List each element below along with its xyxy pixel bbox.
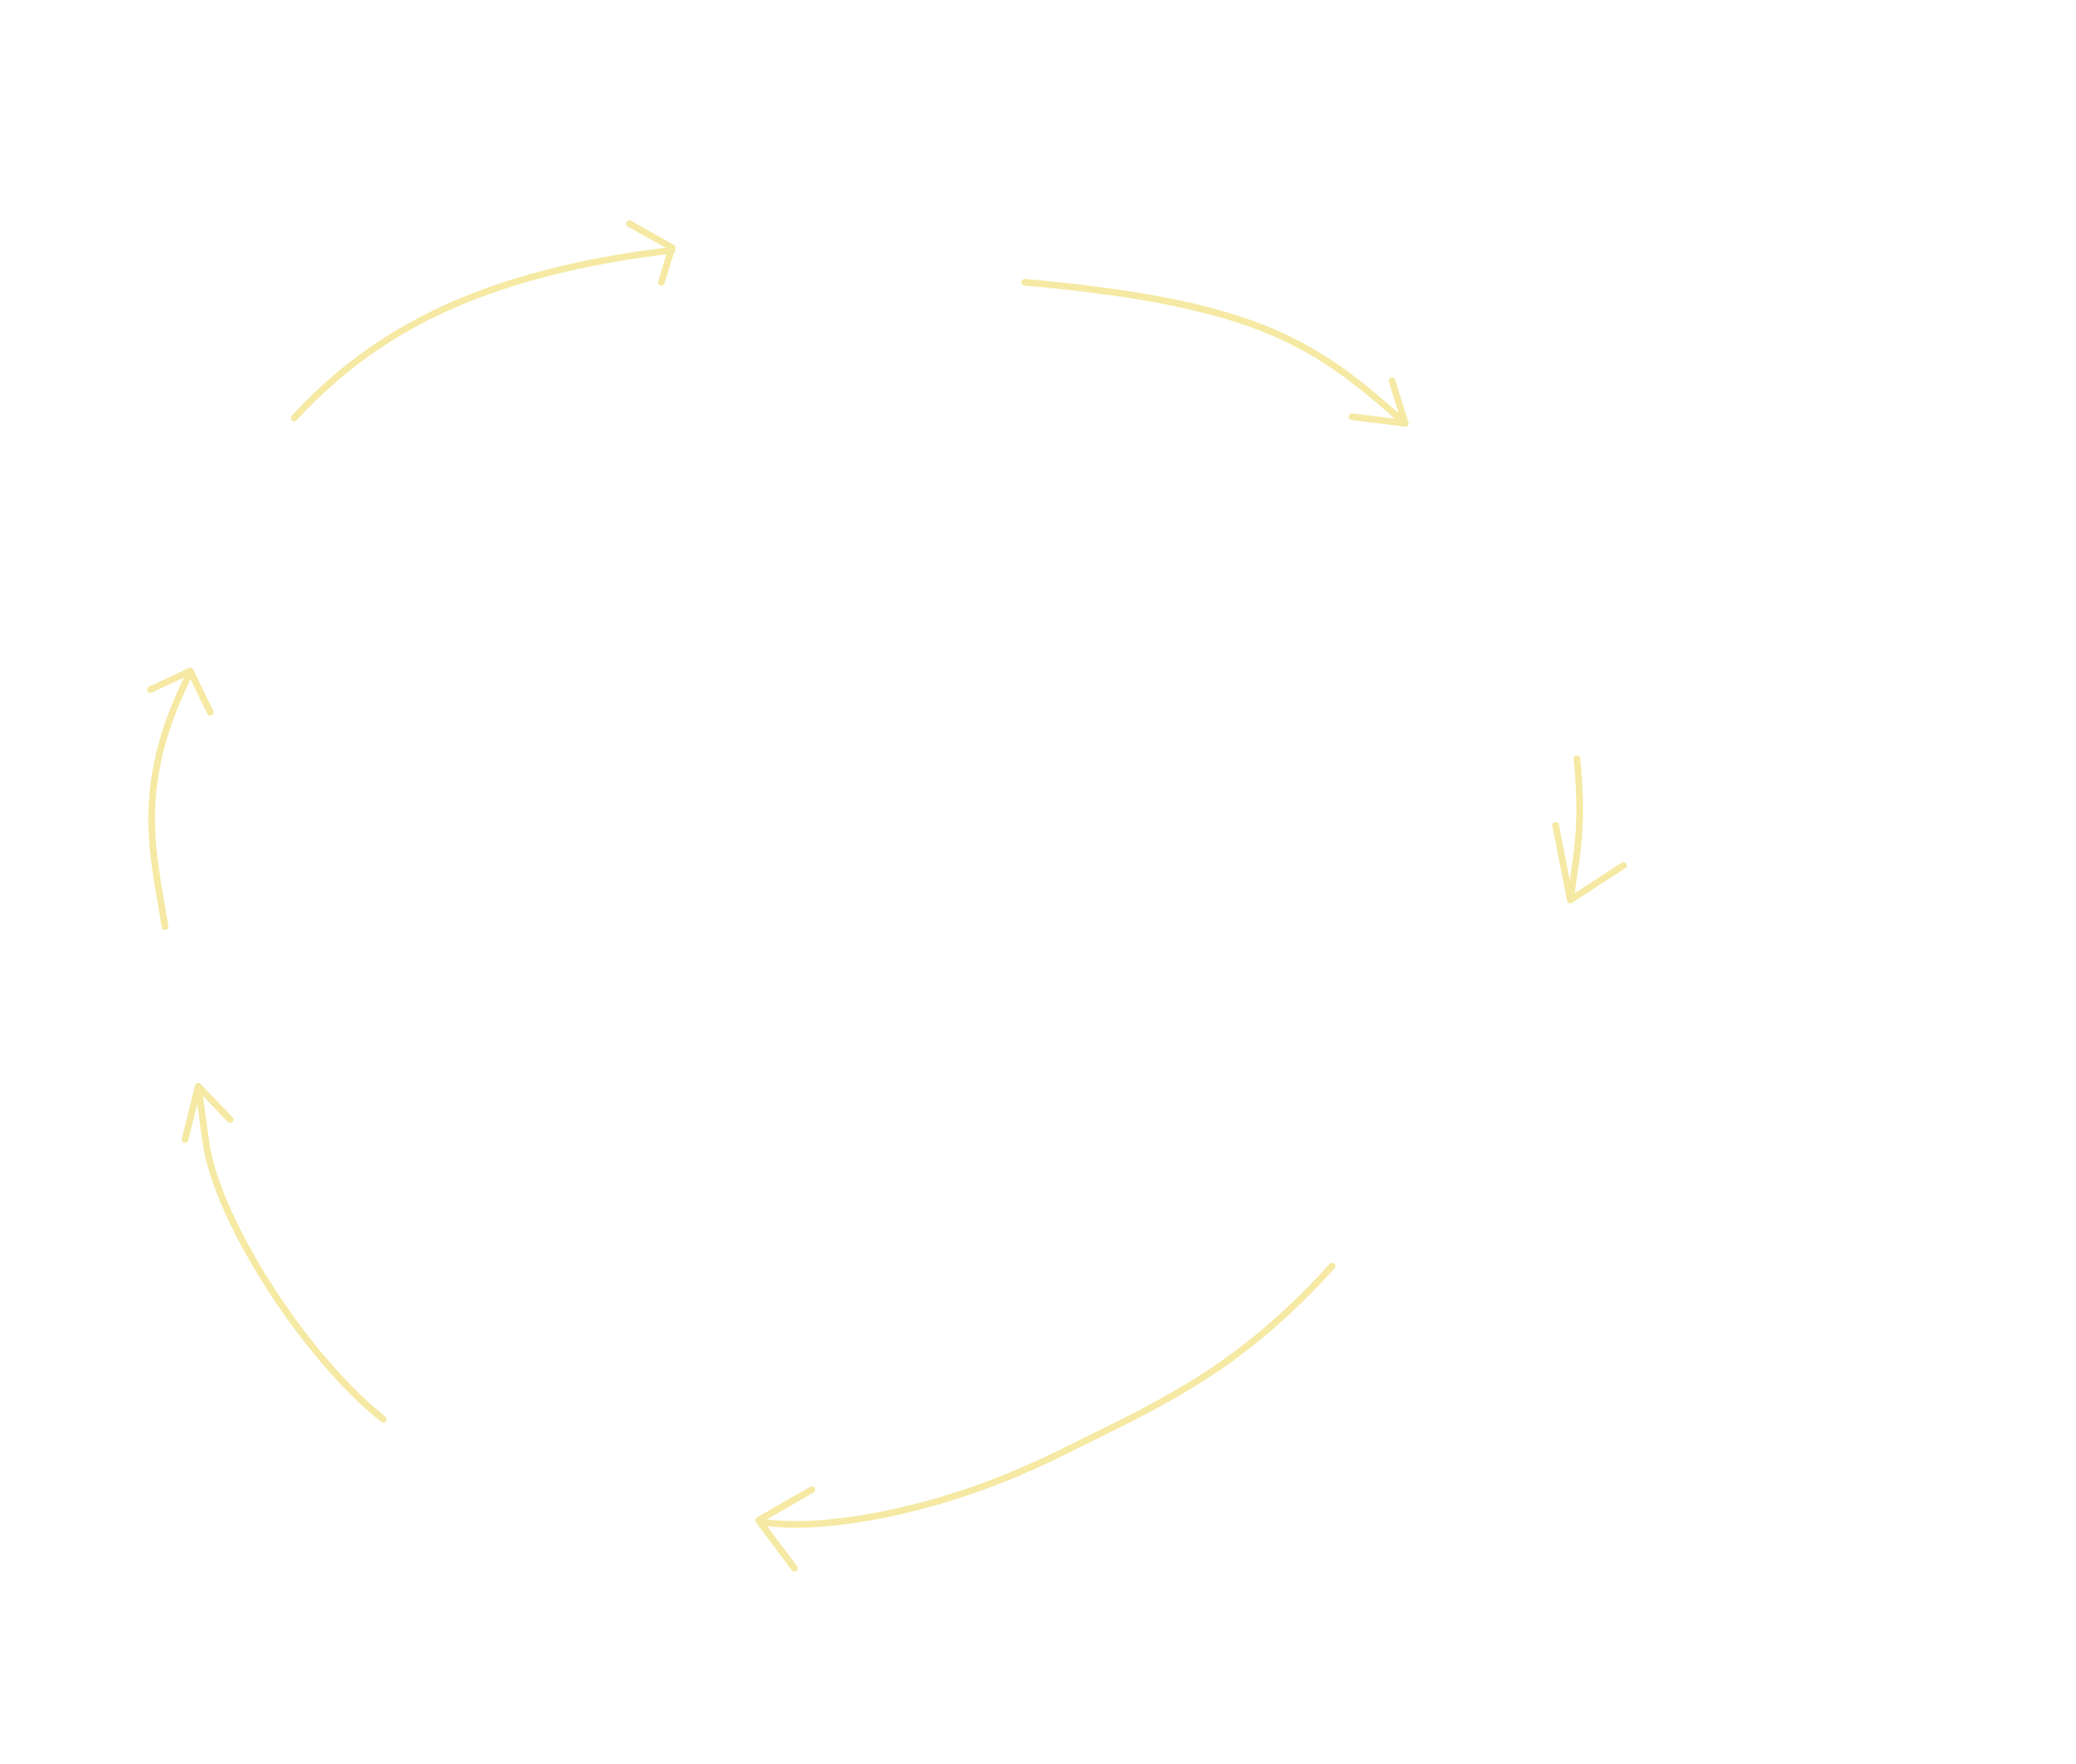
arrow-shaft — [1021, 279, 1409, 427]
arrow-head — [146, 667, 214, 716]
arrow-left — [146, 667, 214, 931]
arrow-shaft — [758, 1262, 1336, 1529]
arrow-head — [1552, 822, 1627, 904]
arrow-head — [1348, 377, 1409, 427]
arrow-shaft — [1566, 755, 1584, 904]
arrow-shaft — [195, 1082, 387, 1423]
arrow-shaft — [290, 247, 676, 422]
arrow-head — [625, 220, 676, 286]
arrow-head — [755, 1486, 816, 1572]
arrow-right — [1552, 755, 1627, 904]
arrow-top-left — [290, 220, 676, 422]
arrow-top-right — [1021, 279, 1409, 427]
arrow-bottom — [755, 1262, 1336, 1572]
arrow-bottom-left — [181, 1082, 387, 1423]
arrow-shaft — [148, 669, 194, 931]
arrow-head — [181, 1082, 234, 1143]
